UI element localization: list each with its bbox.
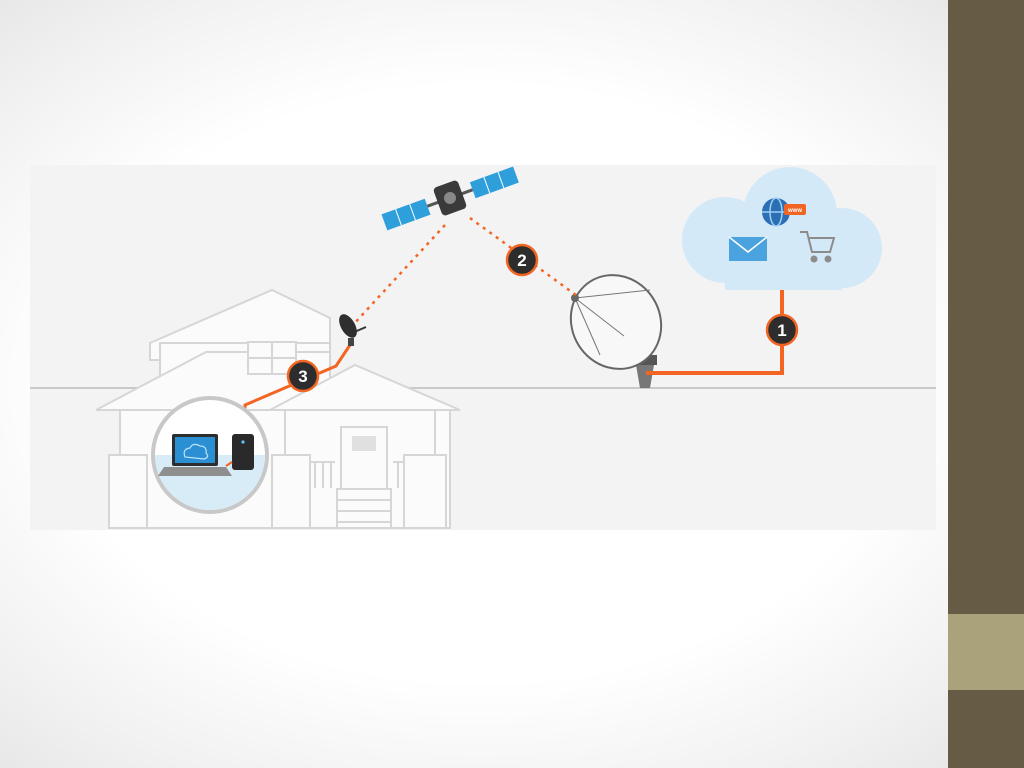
satellite-dish-icon <box>569 274 663 388</box>
satellite-icon <box>381 166 519 231</box>
slide-stage: www <box>30 165 936 530</box>
home-dish-icon <box>339 314 367 346</box>
laptop-icon <box>158 434 232 476</box>
wireless-link-2 <box>469 216 581 300</box>
step-badge-2: 2 <box>505 243 539 277</box>
satellite-internet-diagram: www <box>30 165 936 530</box>
slide-accent-block <box>948 614 1024 690</box>
www-badge: www <box>784 204 806 215</box>
step-badge-3: 3 <box>286 359 320 393</box>
slide-right-bar <box>948 0 1024 768</box>
svg-text:www: www <box>787 208 802 214</box>
envelope-icon <box>728 236 768 261</box>
step-badge-1: 1 <box>765 313 799 347</box>
svg-text:2: 2 <box>517 251 526 270</box>
svg-text:1: 1 <box>777 321 786 340</box>
wireless-link-3 <box>351 224 446 327</box>
shopping-cart-icon <box>800 231 836 263</box>
indoor-equipment-callout <box>151 396 269 514</box>
svg-text:3: 3 <box>298 367 307 386</box>
modem-icon <box>232 434 254 470</box>
